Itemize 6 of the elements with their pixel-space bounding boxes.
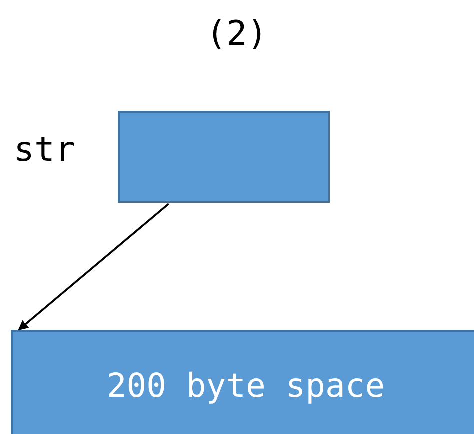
memory-block: [11, 330, 474, 434]
arrow: [18, 203, 170, 331]
variable-name: str: [14, 130, 76, 170]
diagram-title: (2): [206, 14, 268, 54]
block-label: 200 byte space: [106, 366, 386, 404]
pointer-box: [118, 111, 330, 203]
